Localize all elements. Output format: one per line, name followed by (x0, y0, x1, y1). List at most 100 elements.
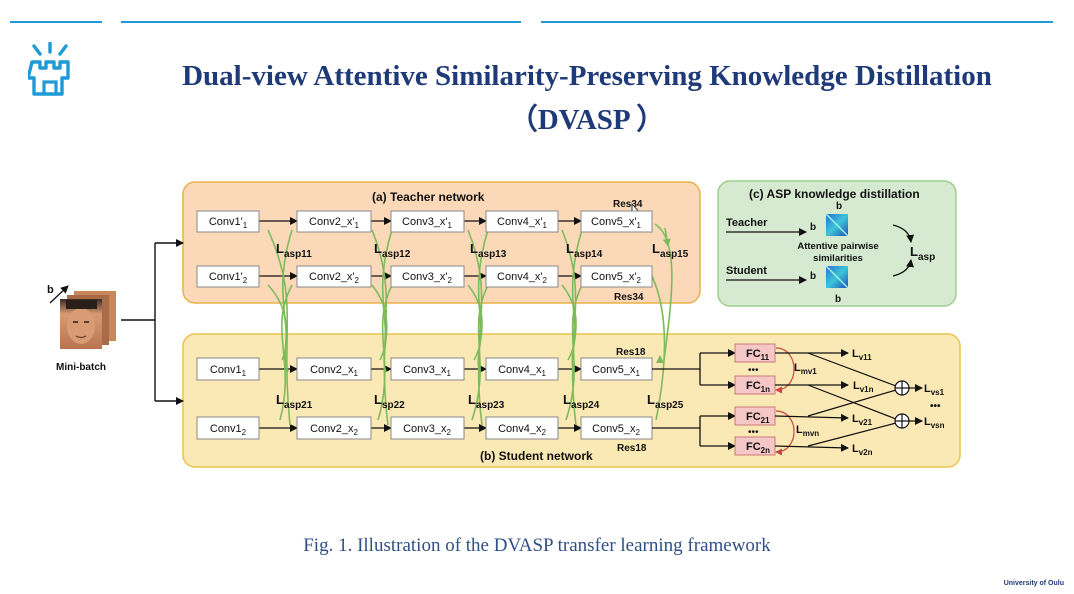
green-arrowheads (656, 227, 671, 363)
student-block-label: Conv11 (210, 364, 247, 378)
lv2n-label: Lv2n (852, 443, 873, 457)
teacher-block (390, 265, 465, 288)
student-block (390, 416, 465, 440)
student-block (485, 416, 559, 440)
loss-label: Lasp21 (276, 392, 313, 411)
student-block-label: Conv4_x1 (498, 364, 546, 378)
batch-size-b: b (47, 284, 54, 296)
plus-marks (895, 381, 909, 428)
student-block-label: Conv3_x1 (403, 364, 451, 378)
loss-label: Lsp22 (374, 392, 405, 411)
fc-layers: FC11 FC1n FC21 FC2n ••• ••• (734, 343, 776, 456)
student-block-label: Conv2_x1 (310, 364, 358, 378)
teacher-block-label: Conv3_x'1 (402, 216, 453, 230)
teacher-block (196, 265, 260, 288)
asp-arrows (726, 224, 915, 284)
sum-output-arrows (909, 384, 923, 425)
loss-label: Lasp23 (468, 392, 505, 411)
university-logo-icon (28, 42, 70, 96)
slide-title-line1: Dual-view Attentive Similarity-Preservin… (182, 60, 992, 92)
teacher-block-label: Conv5_x'1 (591, 216, 642, 230)
student-block-label: Conv12 (210, 423, 247, 437)
loss-label: Lasp13 (470, 241, 507, 260)
student-block (196, 357, 260, 381)
asp-b-label: b (835, 294, 841, 305)
lv21-label: Lv21 (852, 413, 873, 427)
top-rule-middle (121, 21, 521, 23)
lvs1-label: Lvs1 (924, 383, 945, 397)
teacher-block-label: Conv3_x'2 (402, 271, 453, 285)
lmvn-label: Lmvn (796, 424, 819, 438)
mini-batch-images (60, 291, 116, 349)
asp-pairwise-line2: similarities (813, 253, 863, 264)
asp-b-label: b (836, 201, 842, 212)
teacher-block-label: Conv5_x'2 (591, 271, 642, 285)
teacher-block-label: Conv4_x'1 (497, 216, 548, 230)
teacher-block (485, 210, 559, 233)
student-losses: Lasp21 Lsp22 Lasp23 Lasp24 Lasp25 (276, 392, 684, 411)
distillation-curves (267, 223, 673, 426)
student-res-bottom: Res18 (617, 443, 647, 454)
student-block-label: Conv4_x2 (498, 423, 546, 437)
asp-content: Teacher Student b b b b Attentive pairwi… (726, 201, 935, 305)
asp-loss-label: Lasp (910, 244, 935, 263)
output-labels: Lv11 Lv1n Lv21 Lv2n Lvs1 Lvsn ••• (852, 348, 945, 457)
asp-b-label: b (810, 271, 816, 282)
fc-dots: ••• (748, 427, 759, 438)
teacher-block (580, 210, 653, 233)
teacher-block (296, 210, 372, 233)
fc-label: FC1n (746, 380, 770, 394)
mutual-view-arcs (775, 347, 795, 456)
teacher-row1: Conv1'1 Conv2_x'1 Conv3_x'1 Conv4_x'1 Co… (196, 210, 653, 233)
student-block-label: Conv2_x2 (310, 423, 358, 437)
student-block (296, 416, 372, 440)
teacher-block (485, 265, 559, 288)
loss-label: Lasp11 (276, 241, 312, 260)
student-block (485, 357, 559, 381)
teacher-block-label: Conv2_x'1 (309, 216, 360, 230)
figure-caption: Fig. 1. Illustration of the DVASP transf… (303, 535, 771, 556)
input-route-line (121, 243, 156, 401)
top-rule-left (10, 21, 102, 23)
university-footer: University of Oulu (1003, 580, 1064, 587)
teacher-block (390, 210, 465, 233)
student-fc-lines (652, 353, 701, 446)
student-res-top: Res18 (616, 347, 646, 358)
loss-label: Lasp15 (652, 241, 689, 260)
slide-title-line2: （DVASP ） (508, 104, 666, 136)
loss-label: Lasp24 (563, 392, 600, 411)
matrix-diagonal (825, 265, 849, 289)
loss-label: Lasp25 (647, 392, 684, 411)
teacher-block-label: Conv2_x'2 (309, 271, 360, 285)
lvsn-label: Lvsn (924, 416, 945, 430)
student-block (390, 357, 465, 381)
asp-distillation-title: (c) ASP knowledge distillation (749, 187, 920, 201)
forward-arrows (259, 217, 582, 432)
teacher-block (580, 265, 653, 288)
matrix-diagonal (825, 213, 849, 237)
top-rule-right (541, 21, 1053, 23)
fc-label: FC11 (746, 348, 770, 362)
mini-batch-label: Mini-batch (56, 362, 106, 373)
asp-b-label: b (810, 222, 816, 233)
fc-dots: ••• (748, 365, 759, 376)
teacher-block-label: Conv1'2 (209, 271, 248, 285)
batch-size-arrow (49, 285, 69, 304)
student-network-title: (b) Student network (480, 449, 593, 463)
student-block-label: Conv5_x2 (592, 423, 640, 437)
output-arrows (774, 349, 897, 452)
teacher-block-label: Conv4_x'2 (497, 271, 548, 285)
teacher-losses: Lasp11 Lasp12 Lasp13 Lasp14 Lasp15 (276, 241, 689, 260)
teacher-block (296, 265, 372, 288)
student-block-label: Conv3_x2 (403, 423, 451, 437)
asp-teacher-label: Teacher (726, 217, 768, 229)
lv11-label: Lv11 (852, 348, 872, 362)
student-block-label: Conv5_x1 (592, 364, 640, 378)
loss-label: Lasp12 (374, 241, 411, 260)
teacher-row2: Conv1'2 Conv2_x'2 Conv3_x'2 Conv4_x'2 Co… (196, 265, 653, 288)
teacher-network-title: (a) Teacher network (372, 190, 485, 204)
student-row1: Conv11 Conv2_x1 Conv3_x1 Conv4_x1 Conv5_… (196, 357, 653, 381)
lv1n-label: Lv1n (853, 380, 874, 394)
output-dots: ••• (930, 401, 941, 412)
